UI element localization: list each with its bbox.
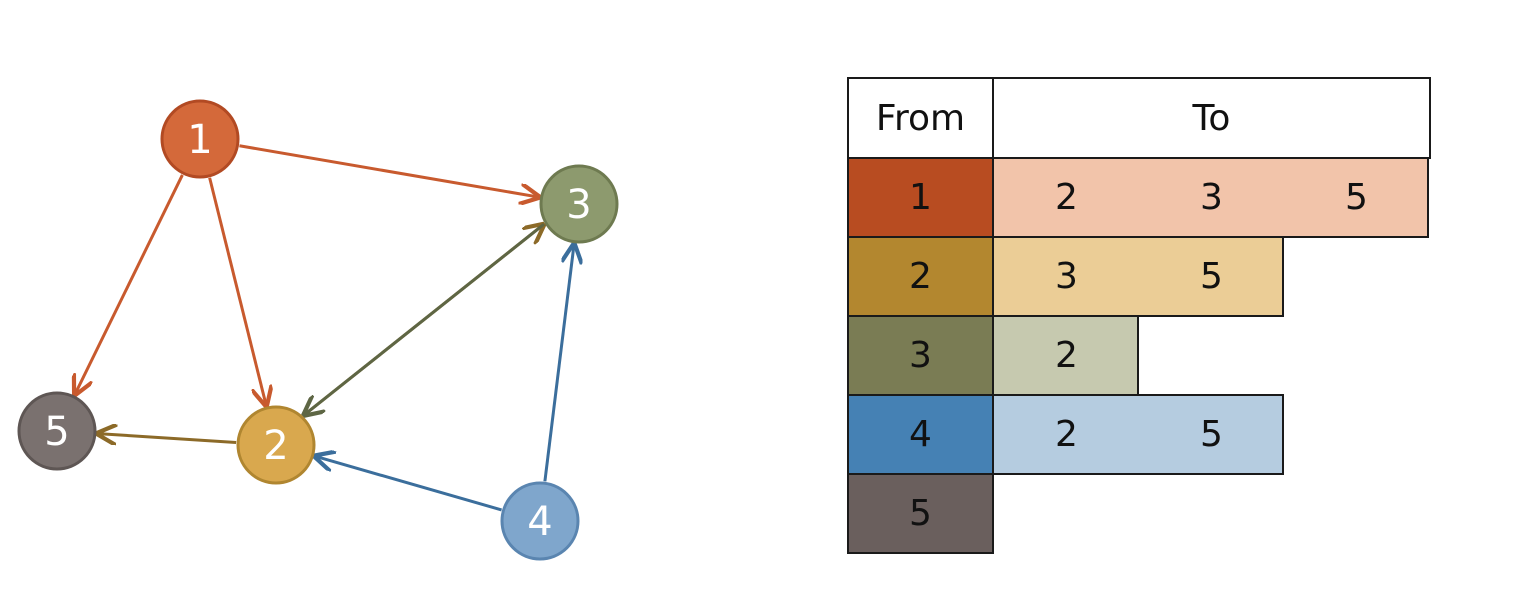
- edge-1-to-3: [239, 144, 538, 197]
- from-cell-5: 5: [847, 473, 994, 554]
- to-value: 2: [1055, 414, 1078, 455]
- to-cell-1: 2 3 5: [992, 157, 1429, 238]
- from-cell-4: 4: [847, 394, 994, 475]
- node-label: 5: [44, 409, 69, 455]
- from-cell-3: 3: [847, 315, 994, 396]
- node-circle: [160, 99, 240, 179]
- node-circle: [539, 164, 619, 244]
- node-label: 1: [187, 117, 212, 163]
- node-circle: [17, 391, 97, 471]
- from-cell-2: 2: [847, 236, 994, 317]
- to-value: 3: [1200, 177, 1223, 218]
- edge-layer: [75, 144, 574, 512]
- node-circle: [500, 481, 580, 561]
- edge-4-to-3: [543, 245, 574, 482]
- edge-1-to-5: [75, 174, 184, 394]
- to-value: 5: [1200, 414, 1223, 455]
- edge-1-to-2: [208, 177, 266, 405]
- to-cell-3: 2: [992, 315, 1139, 396]
- to-value: 5: [1200, 256, 1223, 297]
- to-value: 3: [1055, 256, 1078, 297]
- directed-graph: 1 2 3 4 5: [17, 99, 619, 561]
- header-to: To: [992, 77, 1431, 159]
- from-cell-1: 1: [847, 157, 994, 238]
- node-label: 2: [263, 423, 288, 469]
- node-4: 4: [500, 481, 580, 561]
- edge-4-to-2: [315, 456, 502, 512]
- node-layer: 1 2 3 4 5: [17, 99, 619, 561]
- edge-3-to-2: [304, 223, 545, 415]
- node-2: 2: [236, 405, 316, 485]
- node-1: 1: [160, 99, 240, 179]
- edge-2-to-5: [98, 434, 237, 443]
- to-value: 2: [1055, 335, 1078, 376]
- node-3: 3: [539, 164, 619, 244]
- node-circle: [236, 405, 316, 485]
- to-value: 5: [1345, 177, 1368, 218]
- header-from: From: [847, 77, 994, 159]
- to-value: 2: [1055, 177, 1078, 218]
- node-5: 5: [17, 391, 97, 471]
- node-label: 3: [566, 182, 591, 228]
- node-label: 4: [527, 499, 552, 545]
